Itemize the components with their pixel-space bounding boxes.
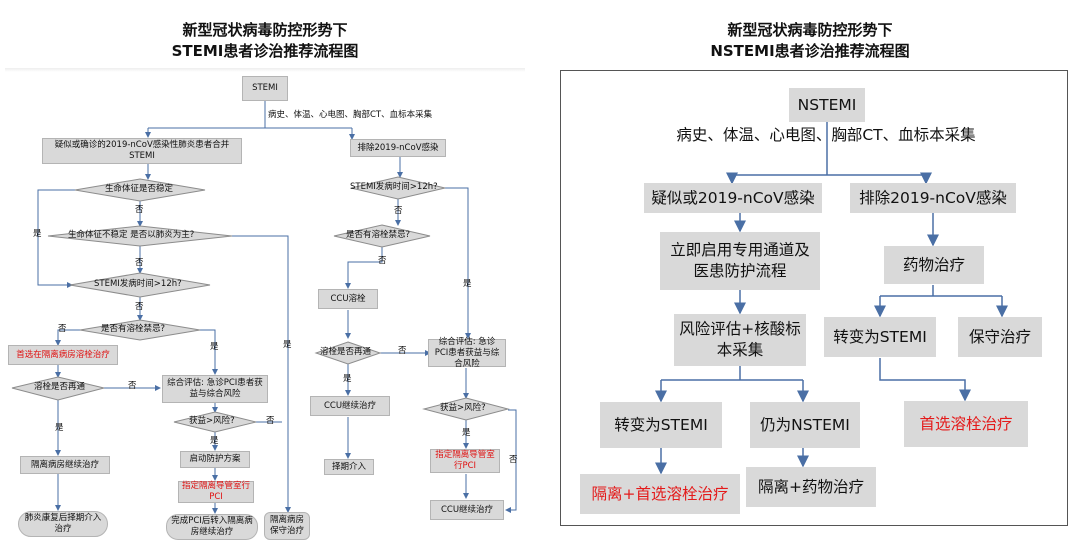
decision-unstable-pneumonia: [47, 225, 233, 247]
iso-thrombolysis-box: 首选在隔离病房溶栓治疗: [8, 345, 118, 365]
decision-reperfusion-left: [11, 376, 105, 401]
conservative-box: 保守治疗: [958, 317, 1042, 357]
nstemi-frame: [560, 70, 1068, 526]
decision-contra-right: [333, 224, 431, 248]
to-stemi-right-box: 转变为STEMI: [824, 317, 936, 357]
risk-assessment-box: 风险评估+核酸标本采集: [674, 314, 806, 366]
first-choice-thrombolysis-box: 首选溶栓治疗: [904, 401, 1028, 447]
onset-12h-text-right: STEMI发病时间>12h?: [350, 182, 438, 192]
no-label: 否: [509, 455, 518, 465]
elective-box: 择期介入: [324, 459, 374, 475]
dedicated-channel-box: 立即启用专用通道及医患防护流程: [660, 232, 820, 290]
nstemi-connectors: [655, 122, 1008, 475]
iso-drug-box: 隔离+药物治疗: [746, 467, 876, 507]
assess-box-left: 综合评估: 急诊PCI患者获益与综合风险: [162, 375, 268, 403]
no-label: 否: [135, 302, 144, 312]
nstemi-suspected-box: 疑似或2019-nCoV感染: [644, 183, 822, 213]
stemi-title-line1: 新型冠状病毒防控形势下: [182, 21, 348, 39]
ccu-thrombolysis-box: CCU溶栓: [318, 289, 378, 309]
vitals-stable-text: 生命体征是否稳定: [105, 184, 174, 194]
iso-ward-conservative-box: 隔离病房保守治疗: [264, 512, 310, 540]
iso-thrombolysis-right-box: 隔离+首选溶栓治疗: [580, 474, 740, 514]
nstemi-start-box: NSTEMI: [789, 88, 865, 122]
nstemi-history-text: 病史、体温、心电图、胸部CT、血标本采集: [676, 126, 976, 144]
no-label: 否: [128, 381, 137, 391]
contra-text-right: 是否有溶栓禁忌?: [346, 230, 411, 240]
stemi-title-line2: STEMI患者诊治推荐流程图: [171, 42, 359, 60]
ccu-continue-box-b: CCU继续治疗: [430, 500, 504, 520]
no-label: 否: [394, 206, 403, 216]
after-pci-transfer-box: 完成PCI后转入隔离病房继续治疗: [166, 514, 258, 540]
ccu-continue-box-a: CCU继续治疗: [310, 396, 390, 416]
reperfusion-text-right: 溶栓是否再通: [320, 347, 372, 357]
onset-12h-text-left: STEMI发病时间>12h?: [94, 279, 182, 289]
benefit-text-left: 获益>风险?: [189, 416, 235, 426]
drug-therapy-box: 药物治疗: [884, 246, 984, 284]
decision-onset-12h-right: [350, 176, 446, 200]
yes-label: 是: [462, 428, 471, 438]
stemi-start-box: STEMI: [242, 76, 288, 101]
no-label: 否: [58, 324, 67, 334]
decision-benefit-left: [173, 411, 257, 433]
stemi-flowchart-panel: 新型冠状病毒防控形势下 STEMI患者诊治推荐流程图: [0, 0, 530, 550]
no-label: 否: [135, 205, 144, 215]
no-label: 否: [378, 256, 387, 266]
nstemi-title-line2: NSTEMI患者诊治推荐流程图: [710, 42, 910, 60]
pneumonia-recover-box: 肺炎康复后择期介入治疗: [18, 511, 108, 537]
assess-box-right: 综合评估: 急诊PCI患者获益与综合风险: [428, 337, 506, 369]
no-label: 否: [135, 258, 144, 268]
decision-vitals-stable: [74, 178, 206, 202]
designated-cath-box-right: 指定隔离导管室行PCI: [430, 449, 500, 473]
decision-contra-left: [79, 319, 201, 341]
yes-label: 是: [343, 374, 352, 384]
yes-label: 是: [463, 279, 472, 289]
yes-label: 是: [210, 342, 219, 352]
unstable-pneumonia-text: 生命体征不稳定 是否以肺炎为主?: [68, 230, 195, 240]
excluded-box: 排除2019-nCoV感染: [350, 139, 446, 157]
nstemi-title: 新型冠状病毒防控形势下 NSTEMI患者诊治推荐流程图: [540, 20, 1080, 62]
yes-label: 是: [283, 340, 292, 350]
designated-cath-box-left: 指定隔离导管室行PCI: [178, 481, 254, 503]
nstemi-excluded-box: 排除2019-nCoV感染: [850, 183, 1016, 213]
yes-label: 是: [33, 229, 42, 239]
no-label: 否: [266, 416, 275, 426]
stemi-connectors: [11, 101, 517, 514]
yes-label: 是: [210, 436, 219, 446]
start-protection-box: 启动防护方案: [180, 451, 250, 468]
no-label: 否: [398, 346, 407, 356]
title-underline: [5, 68, 525, 72]
contra-text-left: 是否有溶栓禁忌?: [101, 324, 166, 334]
stemi-history-text: 病史、体温、心电图、胸部CT、血标本采集: [268, 110, 433, 120]
decision-onset-12h-left: [69, 272, 211, 298]
decision-benefit-right: [422, 397, 510, 421]
still-nstemi-box: 仍为NSTEMI: [750, 402, 860, 448]
yes-label: 是: [55, 423, 64, 433]
nstemi-title-line1: 新型冠状病毒防控形势下: [727, 21, 893, 39]
benefit-text-right: 获益>风险?: [440, 403, 486, 413]
suspected-box: 疑似或确诊的2019-nCoV感染性肺炎患者合并STEMI: [42, 138, 242, 164]
reperfusion-text-left: 溶栓是否再通: [34, 382, 86, 392]
stemi-title: 新型冠状病毒防控形势下 STEMI患者诊治推荐流程图: [0, 20, 530, 62]
decision-reperfusion-right: [314, 341, 382, 365]
nstemi-flowchart-panel: 新型冠状病毒防控形势下 NSTEMI患者诊治推荐流程图: [540, 0, 1080, 550]
iso-ward-continue-box: 隔离病房继续治疗: [20, 456, 110, 474]
to-stemi-left-box: 转变为STEMI: [600, 402, 722, 448]
